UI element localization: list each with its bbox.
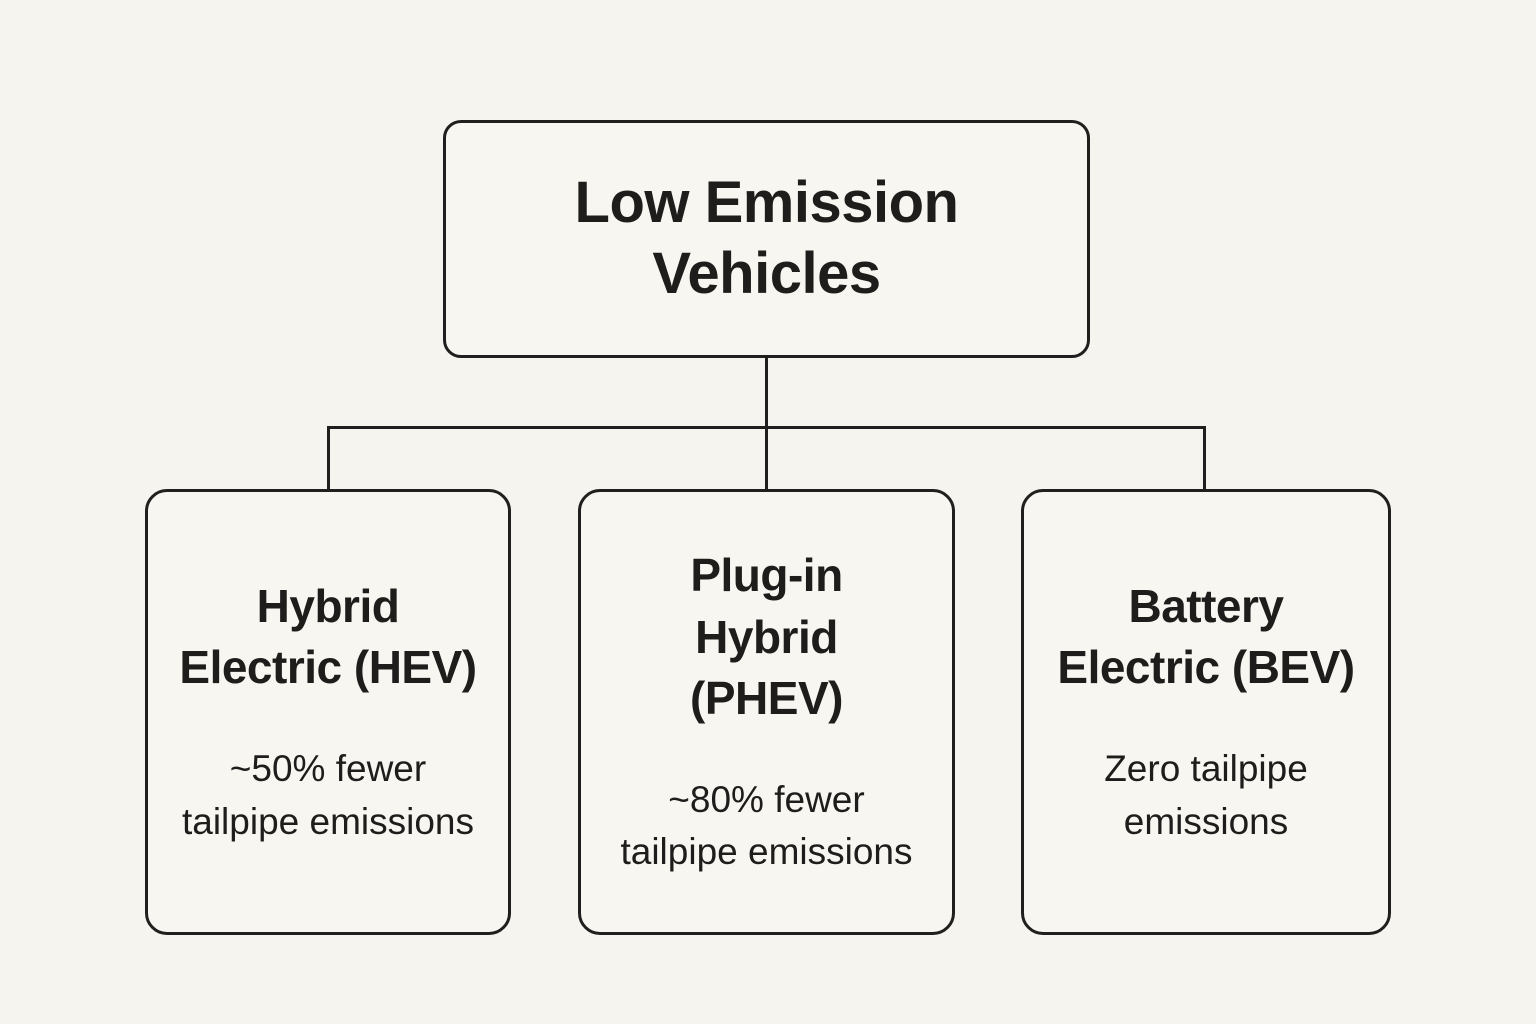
- connector-drop-bev: [1203, 426, 1206, 489]
- node-battery-electric-bev: Battery Electric (BEV) Zero tailpipe emi…: [1021, 489, 1391, 935]
- hev-node-title: Hybrid Electric (HEV): [179, 579, 477, 694]
- phev-node-description: ~80% fewer tailpipe emissions: [620, 778, 913, 873]
- connector-drop-hev: [327, 426, 330, 489]
- root-node-title: Low Emission Vehicles: [574, 170, 959, 306]
- phev-node-title: Plug-in Hybrid (PHEV): [690, 549, 843, 725]
- node-low-emission-vehicles: Low Emission Vehicles: [443, 120, 1090, 358]
- node-hybrid-electric-hev: Hybrid Electric (HEV) ~50% fewer tailpip…: [145, 489, 511, 935]
- node-plugin-hybrid-phev: Plug-in Hybrid (PHEV) ~80% fewer tailpip…: [578, 489, 955, 935]
- connector-horizontal-bus: [327, 426, 1206, 429]
- hev-node-description: ~50% fewer tailpipe emissions: [181, 748, 475, 842]
- bev-node-title: Battery Electric (BEV): [1057, 579, 1355, 694]
- bev-node-description: Zero tailpipe emissions: [1104, 748, 1308, 842]
- connector-root-stem: [765, 358, 768, 489]
